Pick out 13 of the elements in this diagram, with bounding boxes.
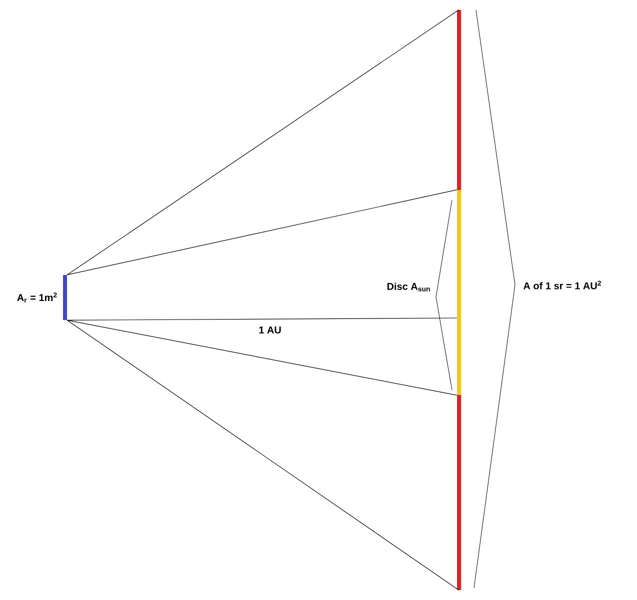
line bbox=[66, 320, 458, 396]
line bbox=[66, 190, 458, 276]
edge-label: 1 AU bbox=[259, 326, 281, 334]
bar bbox=[457, 190, 461, 395]
bar bbox=[63, 275, 67, 320]
brace-label: Disc A$_{sun}$ bbox=[387, 282, 430, 292]
brace-label: A of 1 sr = 1 AU$^{2}$ bbox=[523, 280, 601, 290]
line bbox=[66, 10, 460, 276]
bar-label: A$_{r}$ = 1m$^{2}$ bbox=[17, 292, 57, 303]
bar bbox=[457, 10, 461, 190]
line bbox=[66, 320, 460, 590]
line bbox=[66, 318, 458, 320]
bar bbox=[457, 395, 461, 590]
